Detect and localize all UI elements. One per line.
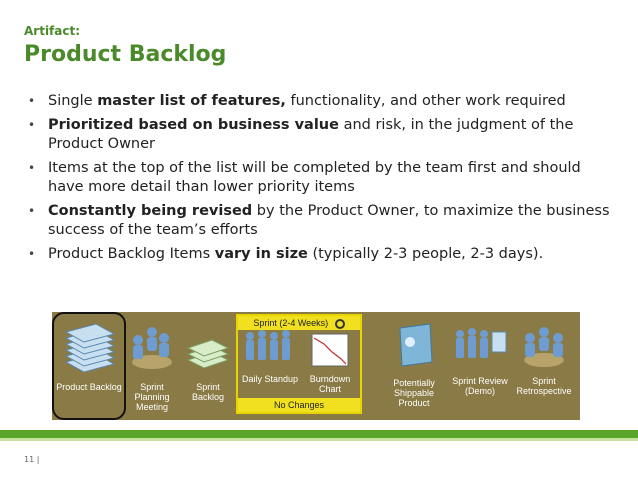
bullet-list: Single master list of features, function… <box>26 92 616 269</box>
step-burndown-chart: Burndown Chart <box>302 318 358 418</box>
meeting-people-icon <box>132 327 172 369</box>
artifact-label: Artifact: <box>24 24 81 38</box>
bullet-item: Single master list of features, function… <box>26 92 616 111</box>
sprint-footer: No Changes <box>238 398 360 412</box>
step-label: Sprint Review (Demo) <box>452 376 508 396</box>
sprint-frame: Sprint (2-4 Weeks) No Changes <box>236 314 362 414</box>
step-daily-standup: Daily Standup <box>240 318 300 418</box>
sprint-header: Sprint (2-4 Weeks) <box>238 316 360 330</box>
step-label: Potentially Shippable Product <box>393 378 435 408</box>
footer-bar-light <box>0 438 638 441</box>
step-sprint-review: Sprint Review (Demo) <box>448 318 512 418</box>
bullet-item: Constantly being revised by the Product … <box>26 202 616 240</box>
step-label: Daily Standup <box>241 374 299 384</box>
footer-bar <box>0 430 638 438</box>
document-stack-small-icon <box>186 339 230 369</box>
step-label: Product Backlog <box>56 382 122 392</box>
retrospective-meeting-icon <box>524 327 564 367</box>
bullet-item: Items at the top of the list will be com… <box>26 159 616 197</box>
slide-title: Product Backlog <box>24 42 227 67</box>
step-sprint-retrospective: Sprint Retrospective <box>512 318 576 418</box>
review-group-icon <box>456 328 507 358</box>
step-label: Sprint Backlog <box>191 382 225 402</box>
bullet-item: Prioritized based on business value and … <box>26 116 616 154</box>
burndown-chart-icon <box>311 333 349 367</box>
page-number: 11 | <box>24 455 40 464</box>
step-product-backlog: Product Backlog <box>56 318 122 418</box>
step-label: Sprint Retrospective <box>516 376 572 396</box>
step-shippable-product: Potentially Shippable Product <box>382 318 446 418</box>
scrum-process-diagram: Product Backlog Sprint Planning Meeting … <box>52 312 580 420</box>
step-label: Burndown Chart <box>309 374 351 394</box>
step-sprint-backlog: Sprint Backlog <box>182 318 234 418</box>
product-screen-icon <box>399 323 433 367</box>
product-backlog-highlight <box>52 312 126 420</box>
standup-team-icon <box>246 330 290 360</box>
step-label: Sprint Planning Meeting <box>134 382 170 412</box>
document-stack-icon <box>64 323 116 373</box>
cycle-icon <box>334 318 345 329</box>
bullet-item: Product Backlog Items vary in size (typi… <box>26 245 616 264</box>
step-sprint-planning: Sprint Planning Meeting <box>124 318 180 418</box>
